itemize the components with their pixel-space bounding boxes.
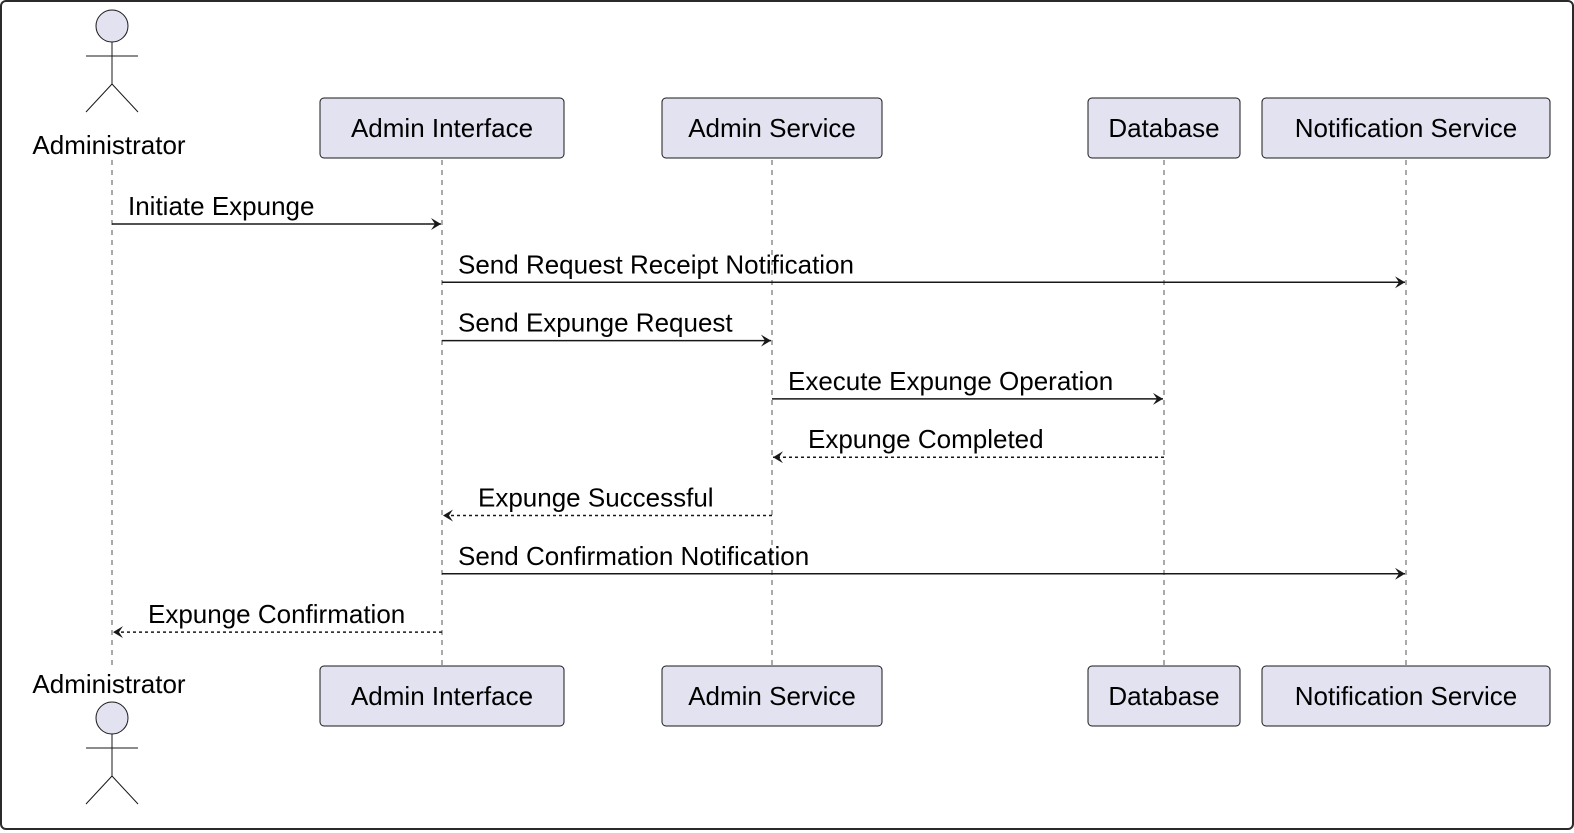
message-arrow: Expunge Successful xyxy=(443,483,772,522)
message-arrow: Expunge Confirmation xyxy=(113,599,442,639)
message-arrow: Send Confirmation Notification xyxy=(442,541,1405,580)
actor-label-bottom: Administrator xyxy=(32,669,185,699)
message-label: Send Expunge Request xyxy=(458,308,733,338)
message-arrow: Send Expunge Request xyxy=(442,308,771,347)
participant-label: Admin Interface xyxy=(351,113,533,143)
participant-box-ui-top: Admin Interface xyxy=(319,97,565,159)
participant-label: Admin Service xyxy=(688,681,856,711)
message-arrow: Expunge Completed xyxy=(773,424,1164,464)
participant-label: Database xyxy=(1108,113,1219,143)
participant-label: Admin Service xyxy=(688,113,856,143)
message-label: Send Request Receipt Notification xyxy=(458,249,854,279)
message-label: Expunge Completed xyxy=(808,424,1044,454)
participant-label: Database xyxy=(1108,681,1219,711)
actor-figure-icon xyxy=(85,9,139,113)
message-label: Expunge Successful xyxy=(478,483,714,513)
participant-box-notif-top: Notification Service xyxy=(1261,97,1551,159)
participant-box-db-top: Database xyxy=(1087,97,1241,159)
message-arrow: Execute Expunge Operation xyxy=(772,366,1163,405)
participant-box-svc-bottom: Admin Service xyxy=(661,665,883,727)
participant-box-ui-bottom: Admin Interface xyxy=(319,665,565,727)
message-arrow: Send Request Receipt Notification xyxy=(442,249,1405,289)
actor-figure-icon xyxy=(85,701,139,805)
participant-box-notif-bottom: Notification Service xyxy=(1261,665,1551,727)
participant-label: Notification Service xyxy=(1295,113,1518,143)
actor-label-top: Administrator xyxy=(32,130,185,160)
message-label: Initiate Expunge xyxy=(128,191,314,221)
message-label: Execute Expunge Operation xyxy=(788,366,1113,396)
participant-label: Notification Service xyxy=(1295,681,1518,711)
message-label: Send Confirmation Notification xyxy=(458,541,809,571)
message-arrow: Initiate Expunge xyxy=(112,191,441,230)
participant-box-svc-top: Admin Service xyxy=(661,97,883,159)
participant-box-db-bottom: Database xyxy=(1087,665,1241,727)
message-label: Expunge Confirmation xyxy=(148,599,405,629)
participant-label: Admin Interface xyxy=(351,681,533,711)
